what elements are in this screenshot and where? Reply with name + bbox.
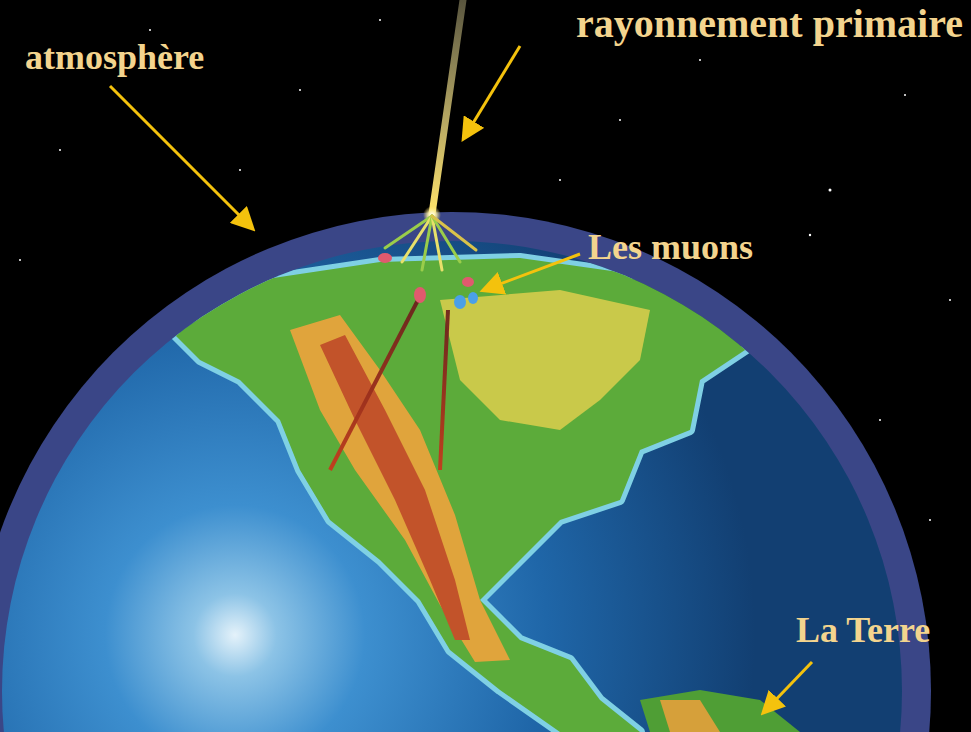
muons (330, 253, 478, 470)
north-america (170, 258, 760, 732)
continents (170, 258, 800, 732)
cosmic-ray (423, 0, 463, 224)
label-text: La Terre (796, 611, 930, 651)
label-text: rayonnement primaire (576, 2, 963, 46)
ocean (2, 241, 902, 732)
label-text: Les muons (588, 228, 753, 268)
mountain-ridge (320, 335, 470, 640)
andes (660, 700, 720, 732)
mountains (290, 315, 510, 662)
leader-arrows (110, 46, 812, 712)
south-america (640, 690, 800, 732)
particle-shower (385, 216, 476, 270)
coastal-shelf (170, 258, 760, 732)
leader-arrow (464, 46, 520, 138)
plains (440, 290, 650, 430)
leader-arrow (110, 86, 252, 228)
atmosphere-layer (0, 212, 931, 732)
leader-arrow (484, 254, 580, 290)
leader-arrow (764, 662, 812, 712)
label-text: atmosphère (25, 38, 204, 78)
